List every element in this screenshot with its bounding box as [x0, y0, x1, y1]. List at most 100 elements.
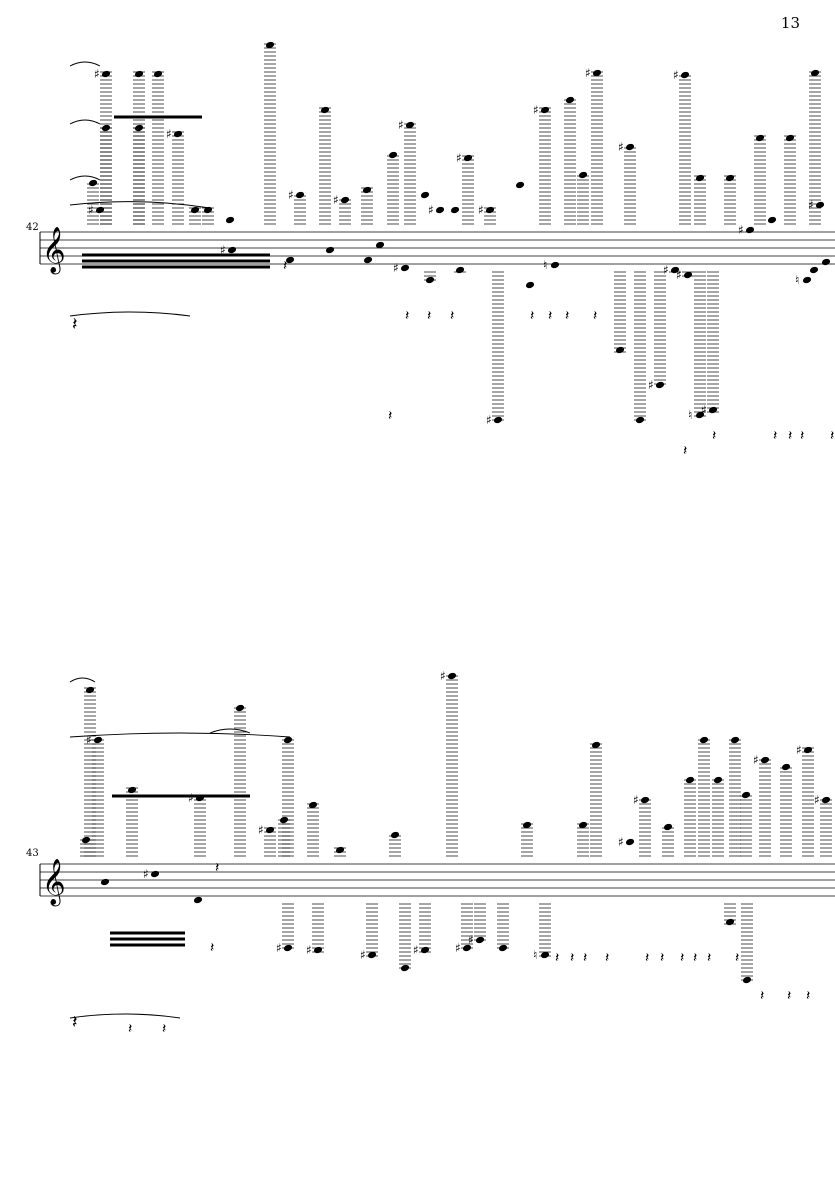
notehead — [725, 918, 735, 926]
notehead — [463, 154, 473, 162]
notehead — [591, 741, 601, 749]
notehead — [93, 736, 103, 744]
notehead — [475, 936, 485, 944]
notehead — [810, 69, 820, 77]
sharp-icon: ♯ — [633, 793, 639, 807]
notehead — [363, 256, 373, 264]
notehead — [635, 416, 645, 424]
notehead — [285, 256, 295, 264]
quarter-rest-icon: 𝄽 — [583, 950, 587, 966]
notehead — [420, 946, 430, 954]
natural-icon: ♮ — [795, 273, 799, 287]
notehead — [578, 171, 588, 179]
notehead — [88, 179, 98, 187]
notehead — [578, 821, 588, 829]
sharp-icon: ♯ — [288, 188, 294, 202]
notehead — [320, 106, 330, 114]
measure-number-42: 42 — [26, 222, 39, 233]
notehead — [193, 896, 203, 904]
rest-icon: 𝄽 — [72, 1012, 78, 1033]
notehead — [153, 70, 163, 78]
quarter-rest-icon: 𝄽 — [570, 950, 574, 966]
notehead — [485, 206, 495, 214]
quarter-rest-icon: 𝄽 — [215, 860, 219, 876]
notehead — [522, 821, 532, 829]
quarter-rest-icon: 𝄽 — [773, 428, 777, 444]
sharp-icon: ♯ — [701, 403, 707, 417]
quarter-rest-icon: 𝄽 — [427, 308, 431, 324]
tie-curve — [69, 201, 211, 209]
quarter-rest-icon: 𝄽 — [830, 428, 834, 444]
notehead — [802, 276, 812, 284]
notehead — [741, 791, 751, 799]
sharp-icon: ♯ — [88, 203, 94, 217]
notehead — [781, 763, 791, 771]
quarter-rest-icon: 𝄽 — [645, 950, 649, 966]
notehead — [680, 71, 690, 79]
notehead — [760, 756, 770, 764]
sharp-icon: ♯ — [258, 823, 264, 837]
notehead — [325, 246, 335, 254]
quarter-rest-icon: 𝄽 — [693, 950, 697, 966]
quarter-rest-icon: 𝄽 — [800, 428, 804, 444]
notehead — [655, 381, 665, 389]
notehead — [420, 191, 430, 199]
notehead — [375, 241, 385, 249]
notehead — [730, 736, 740, 744]
tie-curve — [69, 61, 101, 67]
sharp-icon: ♯ — [648, 378, 654, 392]
quarter-rest-icon: 𝄽 — [683, 443, 687, 459]
notehead — [450, 206, 460, 214]
sharp-icon: ♯ — [166, 127, 172, 141]
notehead — [447, 672, 457, 680]
tie-curve — [69, 311, 191, 317]
notehead — [362, 186, 372, 194]
sharp-icon: ♯ — [306, 943, 312, 957]
notehead — [515, 181, 525, 189]
notehead — [340, 196, 350, 204]
sharp-icon: ♯ — [143, 867, 149, 881]
notehead — [190, 206, 200, 214]
notehead — [313, 946, 323, 954]
notehead — [767, 216, 777, 224]
sharp-icon: ♯ — [428, 203, 434, 217]
notehead — [101, 70, 111, 78]
sharp-icon: ♯ — [673, 68, 679, 82]
notehead — [699, 736, 709, 744]
notehead — [400, 964, 410, 972]
sharp-icon: ♯ — [413, 943, 419, 957]
natural-icon: ♮ — [533, 948, 537, 962]
sharp-icon: ♯ — [618, 140, 624, 154]
notehead — [335, 846, 345, 854]
notehead — [821, 258, 831, 266]
quarter-rest-icon: 𝄽 — [210, 940, 214, 956]
quarter-rest-icon: 𝄽 — [388, 408, 392, 424]
sharp-icon: ♯ — [618, 835, 624, 849]
notehead — [405, 121, 415, 129]
notehead — [425, 276, 435, 284]
sharp-icon: ♯ — [188, 791, 194, 805]
notehead — [127, 786, 137, 794]
notehead — [295, 191, 305, 199]
notehead — [227, 246, 237, 254]
tie-curve — [209, 728, 251, 734]
notehead — [592, 69, 602, 77]
measure-number-43: 43 — [26, 848, 39, 859]
treble-clef-icon: 𝄞 — [42, 227, 66, 275]
notehead — [100, 878, 110, 886]
notehead — [755, 134, 765, 142]
notehead — [173, 130, 183, 138]
sharp-icon: ♯ — [585, 66, 591, 80]
sharp-icon: ♯ — [676, 268, 682, 282]
sharp-icon: ♯ — [440, 669, 446, 683]
notehead — [150, 870, 160, 878]
notehead — [308, 801, 318, 809]
page-number: 13 — [780, 14, 800, 32]
notehead — [785, 134, 795, 142]
notehead — [809, 266, 819, 274]
notehead — [498, 944, 508, 952]
notehead — [695, 174, 705, 182]
quarter-rest-icon: 𝄽 — [405, 308, 409, 324]
notehead — [565, 96, 575, 104]
notehead — [455, 266, 465, 274]
